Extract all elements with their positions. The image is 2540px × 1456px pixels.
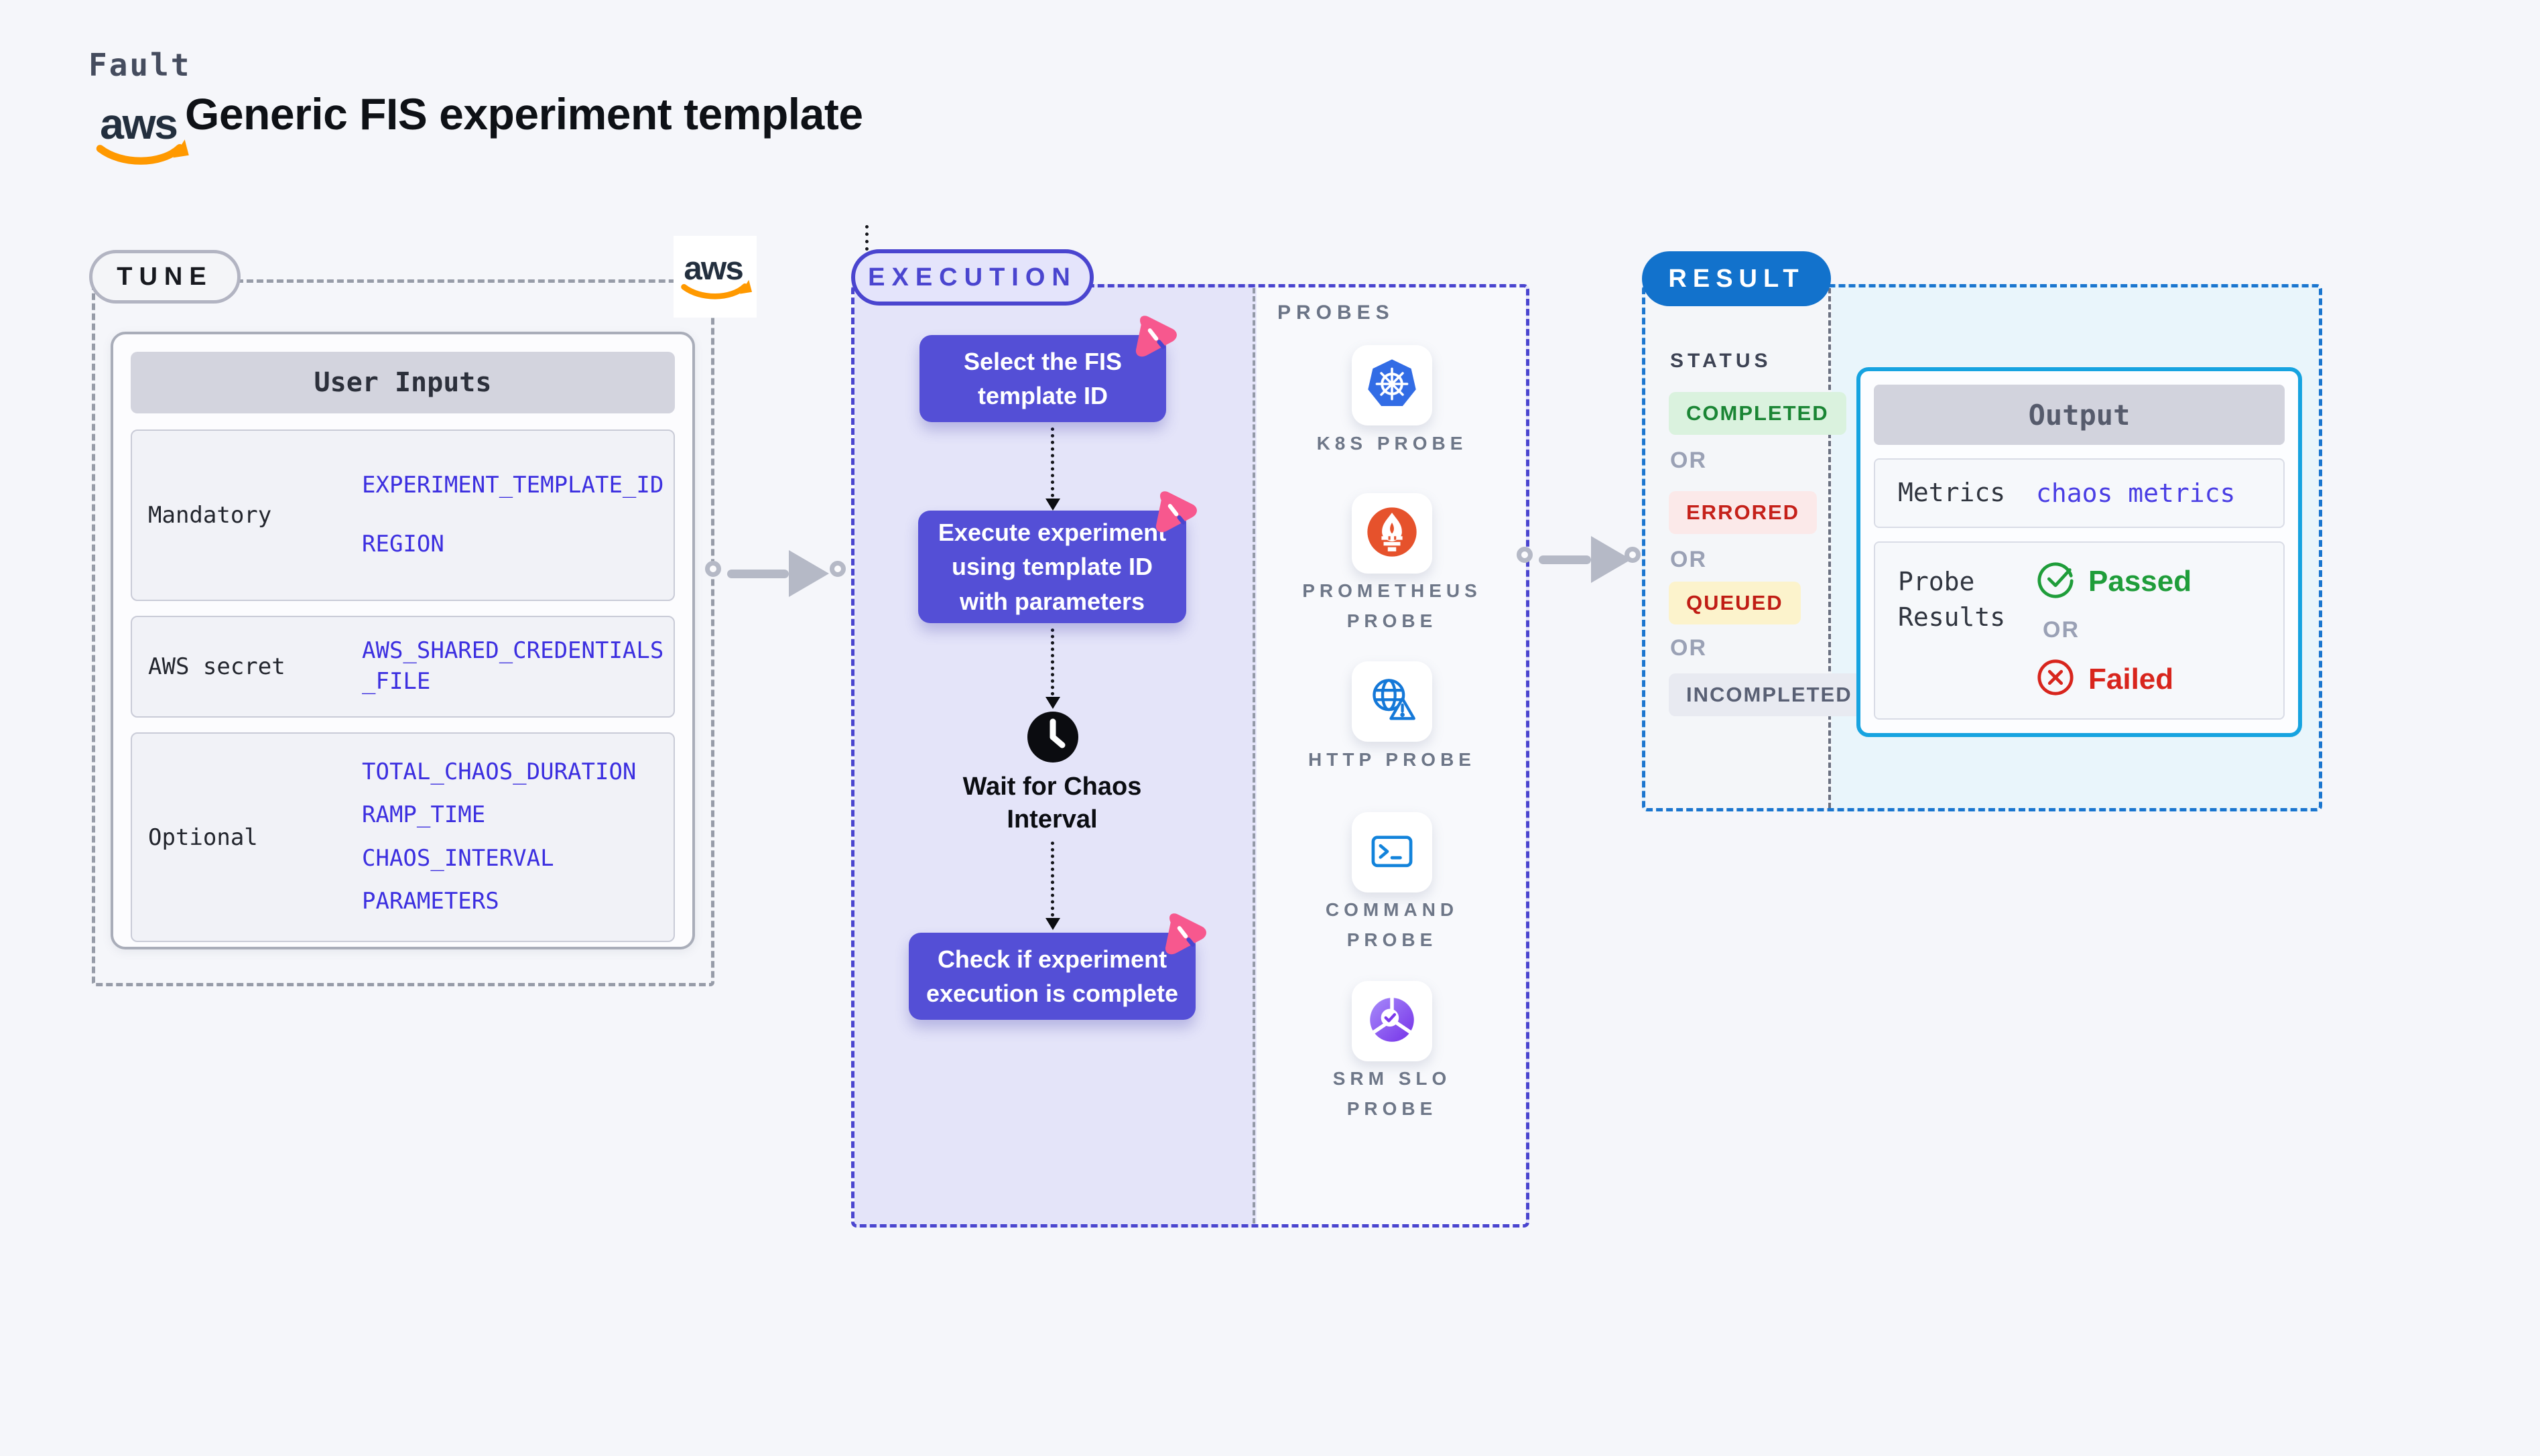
user-inputs-header: User Inputs (131, 352, 675, 413)
row-label: Optional (148, 823, 258, 851)
status-badge-queued: QUEUED (1669, 582, 1801, 624)
probe-card-srm-slo (1352, 981, 1432, 1061)
step-check-complete: Check if experiment execution is complet… (909, 933, 1196, 1020)
arrowhead (1045, 697, 1060, 709)
arrowhead (1045, 918, 1060, 930)
step-wait-for-chaos-interval: Wait for Chaos Interval (962, 773, 1142, 834)
prometheus-icon (1366, 506, 1418, 561)
or-separator: OR (1670, 448, 1707, 473)
table-row-mandatory: Mandatory EXPERIMENT_TEMPLATE_ID REGION (131, 429, 675, 601)
row-label: AWS secret (148, 653, 285, 680)
variable-name: REGION (362, 531, 444, 558)
step-label: Select the FIS template ID (963, 347, 1123, 409)
step-execute-experiment: Execute experiment using template ID wit… (918, 511, 1186, 623)
or-separator: OR (1670, 547, 1707, 572)
probe-results-values: Passed OR Failed (2036, 543, 2192, 718)
terminal-icon (1366, 825, 1418, 880)
x-circle-icon (2036, 658, 2075, 700)
failed-label: Failed (2088, 662, 2174, 696)
row-values: TOTAL_CHAOS_DURATION RAMP_TIME CHAOS_INT… (322, 734, 674, 941)
dotted-connector (1051, 842, 1054, 917)
row-values: EXPERIMENT_TEMPLATE_ID REGION (322, 431, 674, 600)
aws-logo-icon (674, 236, 757, 318)
variable-name: PARAMETERS (362, 888, 499, 915)
row-values: AWS_SHARED_CREDENTIALS_FILE (322, 617, 674, 716)
step-label: Check if experiment execution is complet… (926, 945, 1179, 1007)
probe-label: PROMETHEUS PROBE (1302, 580, 1482, 631)
variable-name: RAMP_TIME (362, 801, 486, 829)
check-circle-icon (2036, 560, 2075, 602)
probes-heading: PROBES (1277, 302, 1395, 324)
status-badge-errored: ERRORED (1669, 491, 1818, 534)
variable-name: EXPERIMENT_TEMPLATE_ID (362, 471, 664, 499)
metrics-row: Metrics chaos metrics (1874, 458, 2285, 528)
kubernetes-icon (1366, 358, 1418, 413)
page-title: Generic FIS experiment template (185, 89, 863, 139)
execution-probes-divider (1253, 288, 1255, 1223)
probe-card-command (1352, 812, 1432, 892)
metrics-label: Metrics (1898, 478, 2006, 508)
row-label: Mandatory (148, 502, 272, 529)
probe-label: SRM SLO PROBE (1332, 1068, 1452, 1119)
status-heading: STATUS (1670, 350, 1772, 372)
dotted-connector (1051, 628, 1054, 696)
probe-card-prometheus (1352, 493, 1432, 574)
or-separator: OR (2043, 617, 2080, 643)
http-globe-warning-icon (1366, 674, 1418, 730)
probe-results-label: Probe Results (1898, 567, 2006, 633)
result-status-divider (1828, 288, 1831, 808)
or-separator: OR (1670, 635, 1707, 661)
slo-donut-check-icon (1366, 994, 1418, 1049)
execution-section-pill: EXECUTION (851, 249, 1094, 306)
probe-label: K8S PROBE (1316, 433, 1468, 454)
litmus-chaos-icon (1127, 312, 1184, 366)
litmus-chaos-icon (1147, 488, 1204, 541)
failed-item: Failed (2036, 658, 2192, 700)
execution-section (851, 284, 1529, 1228)
arrowhead (1045, 499, 1060, 511)
variable-name: AWS_SHARED_CREDENTIALS_FILE (362, 637, 664, 695)
probe-label: HTTP PROBE (1308, 749, 1476, 770)
tune-section-pill: TUNE (89, 250, 241, 304)
dotted-connector (1051, 427, 1054, 497)
status-badge-completed: COMPLETED (1669, 392, 1846, 435)
passed-label: Passed (2088, 564, 2192, 598)
litmus-chaos-icon (1156, 910, 1213, 964)
user-inputs-table: User Inputs Mandatory EXPERIMENT_TEMPLAT… (111, 332, 695, 949)
output-header: Output (1874, 385, 2285, 445)
dotted-connector (865, 225, 869, 251)
step-label: Execute experiment using template ID wit… (938, 519, 1167, 615)
tune-section (92, 279, 714, 986)
table-row-optional: Optional TOTAL_CHAOS_DURATION RAMP_TIME … (131, 732, 675, 942)
probe-label: COMMAND PROBE (1325, 899, 1459, 950)
probe-results-row: Probe Results Passed OR (1874, 541, 2285, 720)
fault-brand: Fault (88, 47, 192, 83)
clock-icon (1026, 710, 1080, 764)
step-select-template: Select the FIS template ID (919, 335, 1166, 422)
passed-item: Passed (2036, 560, 2192, 602)
probe-card-k8s (1352, 345, 1432, 425)
status-badge-incompleted: INCOMPLETED (1669, 673, 1870, 716)
table-row-aws-secret: AWS secret AWS_SHARED_CREDENTIALS_FILE (131, 616, 675, 718)
variable-name: CHAOS_INTERVAL (362, 844, 554, 872)
variable-name: TOTAL_CHAOS_DURATION (362, 758, 637, 785)
aws-logo-icon (84, 101, 197, 170)
probe-card-http (1352, 661, 1432, 742)
output-card: Output Metrics chaos metrics Probe Resul… (1856, 367, 2302, 737)
result-section-pill: RESULT (1642, 251, 1831, 306)
metrics-value: chaos metrics (2036, 478, 2236, 508)
